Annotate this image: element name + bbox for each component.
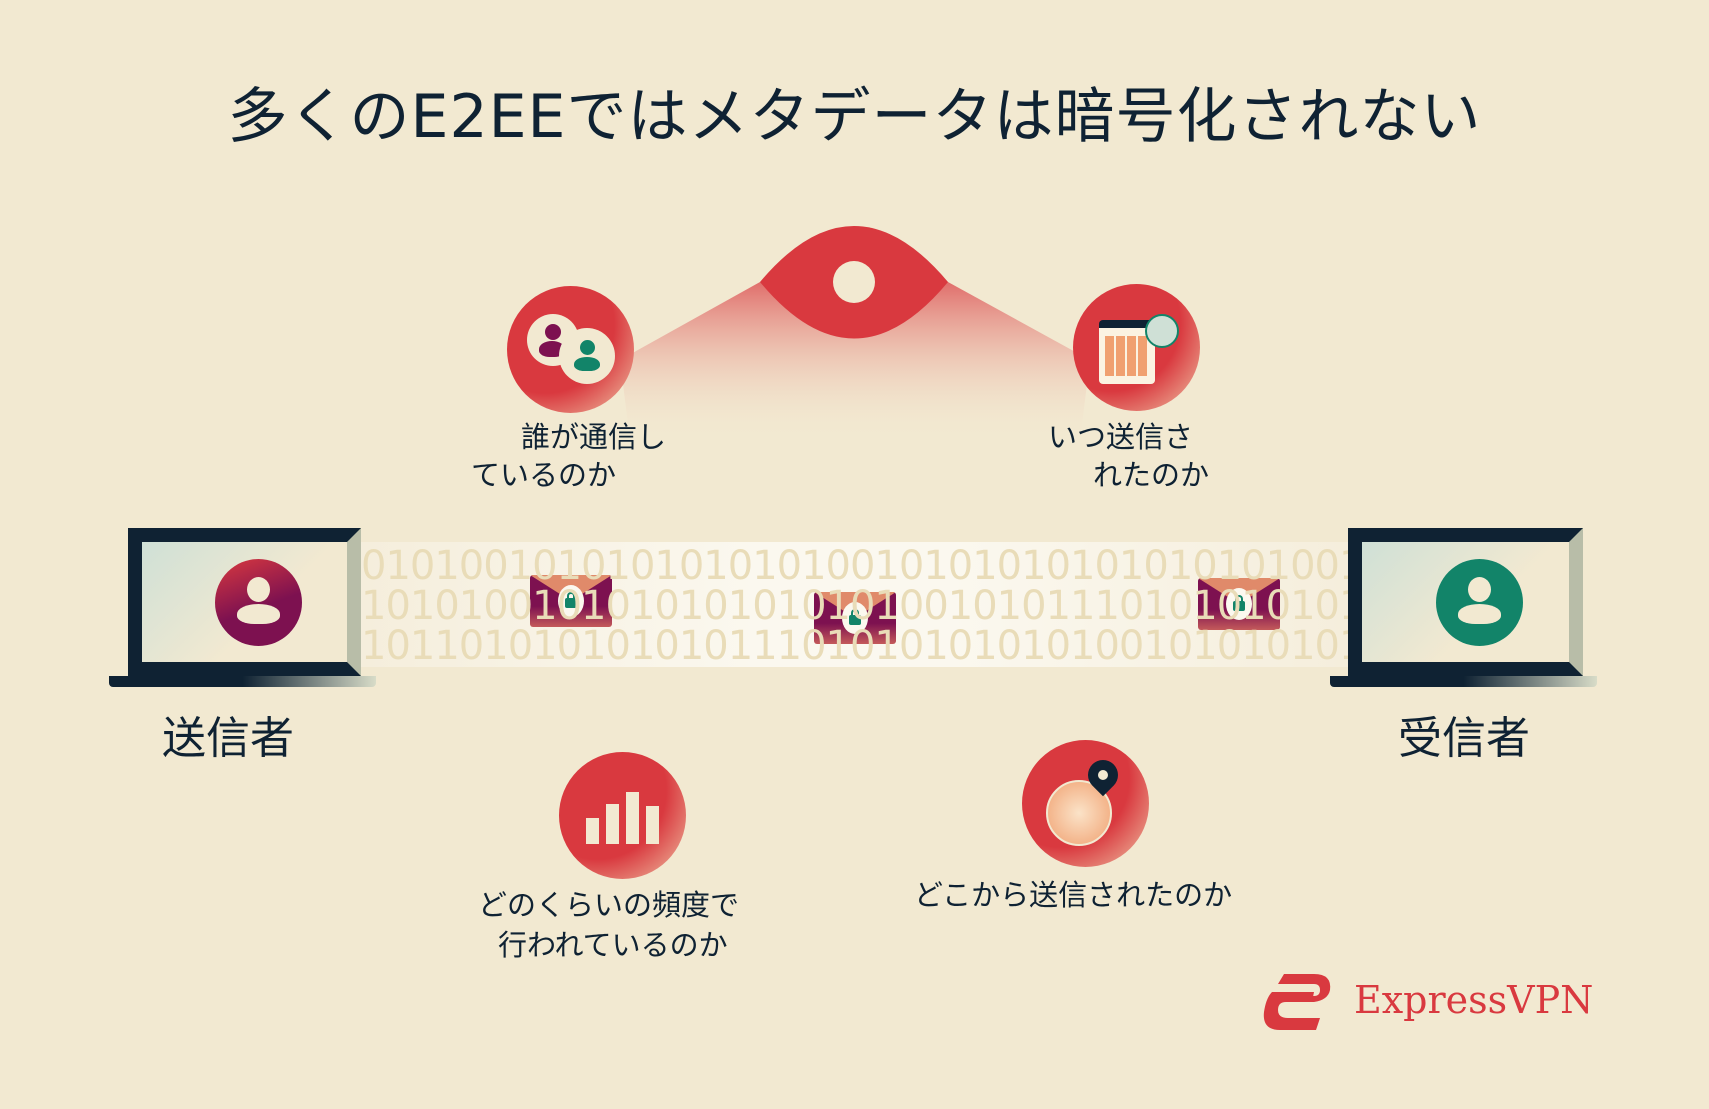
lock-icon	[1233, 595, 1245, 611]
when-label-line2: れたのか	[1093, 458, 1210, 492]
sender-laptop-base	[109, 676, 376, 687]
frequency-label-line2: 行われているのか	[498, 928, 728, 962]
receiver-avatar-icon	[1436, 559, 1523, 646]
encrypted-message-icon	[1198, 578, 1280, 630]
sender-label: 送信者	[162, 713, 294, 764]
where-icon-circle	[1022, 740, 1149, 867]
who-icon-circle	[507, 286, 634, 413]
receiver-laptop	[1348, 528, 1583, 676]
sender-laptop	[128, 528, 361, 676]
frequency-label-line1: どのくらいの頻度で	[478, 888, 740, 922]
when-icon-circle	[1073, 284, 1200, 411]
lock-icon	[565, 592, 577, 608]
frequency-icon-circle	[559, 752, 686, 879]
encrypted-message-icon	[814, 592, 896, 644]
bar-chart-icon	[586, 792, 660, 844]
sender-avatar-icon	[215, 559, 302, 646]
where-label: どこから送信されたのか	[914, 878, 1233, 912]
page-title: 多くのE2EEではメタデータは暗号化されない	[227, 82, 1482, 152]
person-icon	[527, 314, 579, 366]
two-people-icon	[559, 328, 615, 384]
clock-icon	[1145, 314, 1179, 348]
who-label-line1: 誰が通信し	[521, 420, 667, 454]
cone-shape	[620, 282, 1090, 440]
encrypted-message-icon	[530, 575, 612, 627]
lock-icon	[849, 609, 861, 625]
brand-name: ExpressVPN	[1354, 978, 1594, 1022]
who-label-line2: ているのか	[471, 458, 617, 492]
receiver-laptop-base	[1330, 676, 1597, 687]
expressvpn-logo-icon	[1263, 974, 1331, 1030]
when-label-line1: いつ送信さ	[1048, 420, 1194, 454]
eye-pupil	[833, 261, 875, 303]
receiver-label: 受信者	[1398, 713, 1530, 764]
